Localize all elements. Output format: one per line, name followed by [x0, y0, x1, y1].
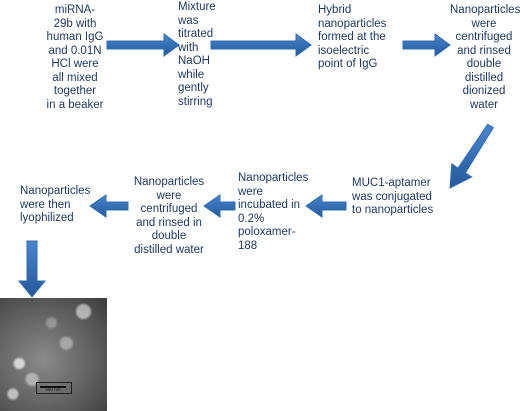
step-text-line: and rinsed	[457, 44, 511, 57]
scale-bar	[40, 386, 66, 388]
step-text-line: 29b with	[53, 17, 97, 30]
step-text-line: was conjugated	[352, 190, 432, 203]
arrow-4-to-5	[449, 123, 494, 189]
step-text-line: were	[238, 185, 263, 198]
step-text-line: formed at the	[318, 31, 386, 43]
sem-micrograph-image: 500 nm	[0, 298, 107, 411]
step-text-line: Mixture	[178, 1, 216, 13]
step-text-line: was	[178, 14, 199, 27]
step-text-line: together	[53, 85, 97, 97]
arrow-3-to-4	[402, 33, 451, 57]
step-text-line: centrifuged	[455, 31, 513, 43]
step-text-line: titrated	[178, 28, 214, 40]
step-text-line: water	[469, 98, 499, 111]
arrow-5-to-6	[305, 194, 347, 218]
step-text-line: while	[178, 68, 205, 81]
scale-bar-label: 500 nm	[45, 387, 61, 392]
arrow-1-to-2	[106, 33, 180, 57]
arrow-7-to-8	[89, 194, 129, 218]
step-text-line: were	[471, 17, 497, 30]
step-text-line: Nanoparticles	[450, 4, 520, 16]
step-text-line: 0.2%	[238, 212, 265, 225]
step-text-line: MUC1-aptamer	[352, 177, 431, 189]
step-text-line: stirring	[178, 95, 213, 108]
step-text-line: and rinsed in	[136, 216, 202, 229]
step-text-line: double	[151, 230, 187, 242]
step-text-line: lyophilized	[20, 212, 74, 224]
scale-bar-box	[36, 382, 72, 394]
step-text-line: all mixed	[52, 71, 98, 84]
step-text-line: Nanoparticles	[238, 172, 309, 184]
step-text-line: distilled water	[134, 243, 204, 256]
step-text-line: 188	[238, 239, 258, 252]
step-text-line: double	[466, 58, 502, 70]
step-text-line: human IgG	[46, 31, 104, 43]
step-text-line: to nanoparticles	[352, 204, 434, 216]
arrow-2-to-3	[210, 33, 312, 57]
step-text-line: and 0.01N	[48, 44, 102, 57]
step-text-line: Nanoparticles	[20, 185, 91, 197]
step-text-line: distilled	[464, 71, 504, 84]
step-text-line: incubated in	[238, 199, 301, 211]
step-text-line: nanoparticles	[318, 17, 387, 30]
step-text-line: centrifuged	[140, 203, 198, 215]
step-text-line: in a beaker	[46, 98, 104, 111]
step-text-line: dionized	[462, 85, 506, 97]
step-text-line: HCl were	[51, 58, 99, 70]
step-text-line: with	[178, 41, 199, 54]
step-text-line: Hybrid	[318, 4, 352, 16]
step-text-line: Nanoparticles	[133, 176, 205, 188]
step-text-line: miRNA-	[54, 4, 96, 16]
step-text-line: NaOH	[178, 55, 210, 67]
step-text-line: gently	[178, 82, 209, 94]
step-text-line: poloxamer-	[238, 226, 296, 238]
arrow-8-to-image	[17, 240, 47, 298]
step-text-line: were then	[20, 198, 71, 211]
step-text-line: were	[156, 189, 182, 202]
arrow-6-to-7	[203, 194, 236, 218]
step-text-line: isoelectric	[318, 44, 370, 57]
step-text-line: point of IgG	[318, 58, 378, 70]
